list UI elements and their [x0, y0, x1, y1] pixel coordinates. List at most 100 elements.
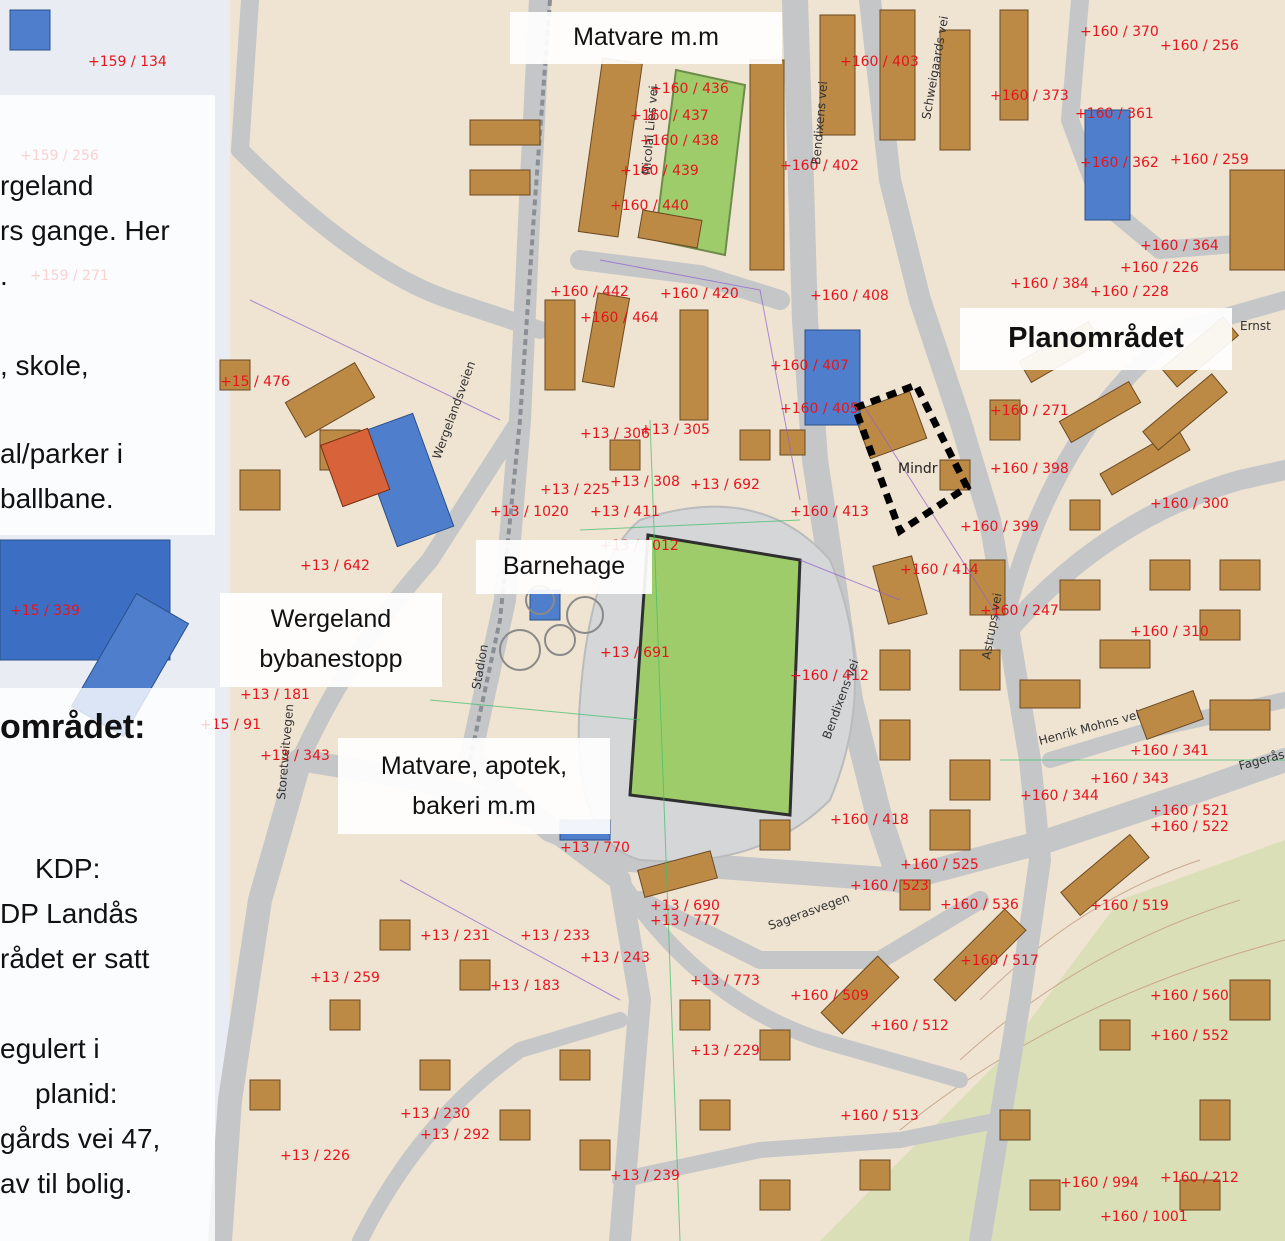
parcel-number-label: +160 / 343	[1090, 771, 1169, 787]
parcel-number-label: +160 / 517	[960, 953, 1039, 969]
panel-line: gårds vei 47,	[0, 1123, 161, 1154]
parcel-number-label: +15 / 339	[10, 603, 80, 619]
parcel-number-label: +160 / 300	[1150, 496, 1229, 512]
callout-wergeland-bybanestopp: Wergeland bybanestopp	[220, 593, 442, 687]
parcel-number-label: +13 / 225	[540, 482, 610, 498]
parcel-number-label: +13 / 243	[580, 950, 650, 966]
parcel-number-label: +160 / 439	[620, 163, 699, 179]
parcel-number-label: +13 / 259	[310, 970, 380, 986]
parcel-number-label: +160 / 402	[780, 158, 859, 174]
left-info-panel-top: rgeland rs gange. Her . , skole, al/park…	[0, 95, 215, 535]
contour-lines	[979, 859, 1201, 1001]
parcel-number-label: +15 / 91	[200, 717, 261, 733]
parcel-number-label: +160 / 341	[1130, 743, 1209, 759]
parcel-number-label: +160 / 271	[990, 403, 1069, 419]
parcel-number-label: +160 / 536	[940, 897, 1019, 913]
parcel-number-label: +160 / 525	[900, 857, 979, 873]
parcel-number-label: +13 / 292	[420, 1127, 490, 1143]
panel-line: planid:	[35, 1078, 118, 1109]
parcel-number-label: +160 / 228	[1090, 284, 1169, 300]
parcel-number-label: +160 / 364	[1140, 238, 1219, 254]
plan-area-boundary[interactable]	[850, 380, 972, 537]
panel-line: rgeland	[0, 170, 94, 201]
parcel-number-label: +160 / 310	[1130, 624, 1209, 640]
parcel-number-label: +160 / 413	[790, 504, 869, 520]
plan-area-inner-label: Mindr	[898, 461, 938, 477]
panel-line: rs gange. Her	[0, 215, 170, 246]
parcel-number-label: +160 / 384	[1010, 276, 1089, 292]
callout-text: bakeri m.m	[412, 792, 536, 820]
parcel-number-label: +160 / 398	[990, 461, 1069, 477]
parcel-number-label: +13 / 230	[400, 1106, 470, 1122]
parcel-number-label: +13 / 239	[610, 1168, 680, 1184]
left-info-panel-bottom: området: KDP: DP Landås rådet er satt eg…	[0, 688, 215, 1241]
parcel-number-label: +160 / 370	[1080, 24, 1159, 40]
callout-text: Wergeland	[270, 605, 392, 633]
parcel-number-label: +160 / 405	[780, 401, 859, 417]
callout-text: bybanestopp	[259, 645, 403, 673]
parcel-number-label: +13 / 1020	[490, 504, 569, 520]
parcel-number-label: +160 / 438	[640, 133, 719, 149]
parcel-number-label: +160 / 440	[610, 198, 689, 214]
parcel-number-label: +13 / 777	[650, 913, 720, 929]
panel-line: rådet er satt	[0, 943, 150, 974]
panel-line: .	[0, 260, 8, 291]
panel-line: av til bolig.	[0, 1168, 133, 1199]
parcel-number-label: +13 / 692	[690, 477, 760, 493]
panel-line: ballbane.	[0, 483, 114, 514]
panel-line: KDP:	[35, 853, 101, 884]
parcel-number-label: +160 / 373	[990, 88, 1069, 104]
parcel-number-label: +160 / 361	[1075, 106, 1154, 122]
parcel-number-label: +160 / 414	[900, 562, 979, 578]
street-name-label: Ernst	[1240, 319, 1271, 333]
callout-matvare-apotek: Matvare, apotek, bakeri m.m	[338, 738, 610, 834]
parcel-number-label: +13 / 308	[610, 474, 680, 490]
parcel-number-label: +13 / 343	[260, 748, 330, 764]
parcel-number-label: +13 / 691	[600, 645, 670, 661]
parcel-number-label: +160 / 344	[1020, 788, 1099, 804]
parcel-number-label: +13 / 411	[590, 504, 660, 520]
parcel-number-label: +160 / 212	[1160, 1170, 1239, 1186]
parcel-number-label: +160 / 522	[1150, 819, 1229, 835]
parcel-number-label: +160 / 403	[840, 54, 919, 70]
callout-text: Matvare, apotek,	[380, 752, 568, 780]
parcel-number-label: +13 / 305	[640, 422, 710, 438]
parcel-number-label: +160 / 442	[550, 284, 629, 300]
parcel-number-label: +13 / 306	[580, 426, 650, 442]
parcel-number-label: +160 / 399	[960, 519, 1039, 535]
parcel-number-label: +160 / 437	[630, 108, 709, 124]
callout-barnehage: Barnehage	[476, 540, 652, 594]
callout-text: Planområdet	[1008, 322, 1184, 354]
park-field	[653, 68, 747, 257]
parcel-number-label: +160 / 994	[1060, 1175, 1139, 1191]
parcel-number-label: +13 / 773	[690, 973, 760, 989]
parcel-number-label: +160 / 247	[980, 603, 1059, 619]
callout-text: Matvare m.m	[573, 23, 719, 51]
callout-planomradet[interactable]: Planområdet	[960, 308, 1232, 370]
callout-matvare-top: Matvare m.m	[510, 12, 782, 64]
parcel-number-label: +160 / 521	[1150, 803, 1229, 819]
parcel-number-label: +13 / 229	[690, 1043, 760, 1059]
parcel-number-label: +160 / 552	[1150, 1028, 1229, 1044]
parcel-number-label: +160 / 512	[870, 1018, 949, 1034]
panel-line: DP Landås	[0, 898, 139, 929]
parcel-number-label: +13 / 231	[420, 928, 490, 944]
parcel-number-label: +160 / 408	[810, 288, 889, 304]
parcel-number-label: +160 / 407	[770, 358, 849, 374]
parcel-number-label: +160 / 436	[650, 81, 729, 97]
parcel-number-label: +13 / 226	[280, 1148, 350, 1164]
parcel-number-label: +13 / 181	[240, 687, 310, 703]
parcel-number-label: +15 / 476	[220, 374, 290, 390]
parcel-number-label: +160 / 362	[1080, 155, 1159, 171]
orange-building	[319, 427, 391, 508]
parcel-number-label: +13 / 690	[650, 898, 720, 914]
parcel-number-label: +160 / 513	[840, 1108, 919, 1124]
callout-text: Barnehage	[502, 552, 626, 580]
parcel-number-label: +160 / 519	[1090, 898, 1169, 914]
parcel-number-label: +160 / 259	[1170, 152, 1249, 168]
panel-line: al/parker i	[0, 438, 123, 469]
parcel-number-label: +13 / 183	[490, 978, 560, 994]
panel-line: , skole,	[0, 350, 89, 381]
parcel-number-label: +160 / 418	[830, 812, 909, 828]
parcel-labels: +159 / 134+160 / 370+160 / 256+160 / 436…	[10, 24, 1249, 1225]
